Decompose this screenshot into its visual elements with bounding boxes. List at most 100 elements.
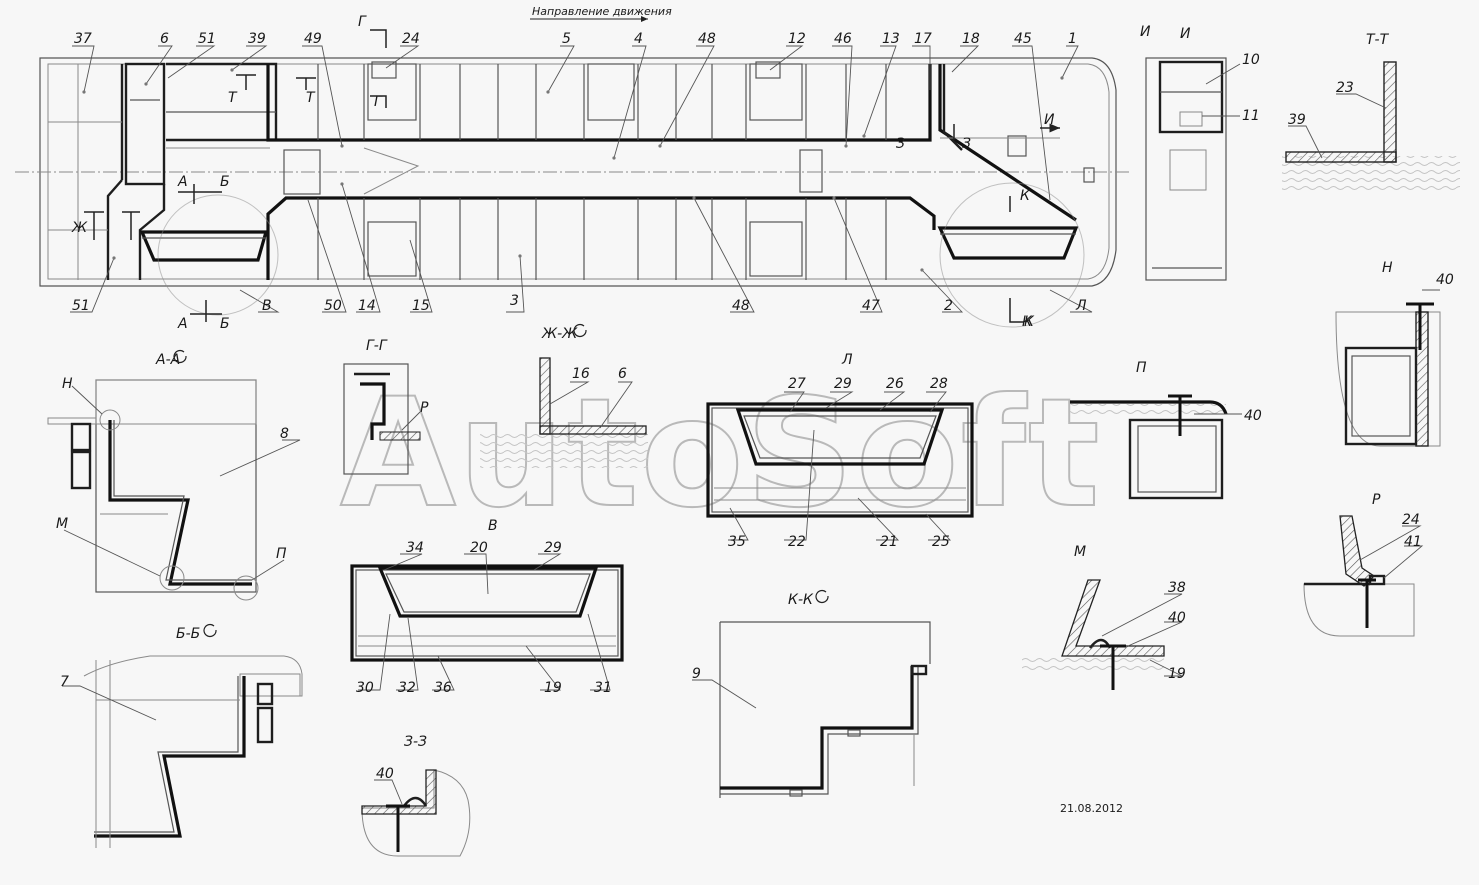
view-tt: Т-Т 23 39 xyxy=(1282,32,1460,194)
callout-47: 47 xyxy=(862,298,880,314)
section-mark-k: К xyxy=(1020,188,1031,204)
view-p-callout-40: 40 xyxy=(1244,408,1262,424)
view-tt-callout-39: 39 xyxy=(1288,112,1306,128)
callout-5: 5 xyxy=(562,31,571,47)
callout-1: 1 xyxy=(1068,31,1077,47)
view-i-title: И xyxy=(1180,26,1191,42)
callout-49: 49 xyxy=(304,31,322,47)
callout-v: В xyxy=(262,298,272,314)
view-tt-title: Т-Т xyxy=(1366,32,1390,48)
section-mark-t: Т xyxy=(228,90,238,106)
view-v-callout-20: 20 xyxy=(470,540,488,556)
callout-45: 45 xyxy=(1014,31,1032,47)
callout-46: 46 xyxy=(834,31,852,47)
view-v-callout-19: 19 xyxy=(544,680,562,696)
section-mark-z2: З xyxy=(962,136,971,152)
view-h-title: Н xyxy=(1382,260,1393,276)
section-mark-k2: К xyxy=(1024,314,1035,330)
view-v-title: В xyxy=(488,518,498,534)
view-zhzh-title: Ж-Ж xyxy=(541,326,578,342)
view-r-title: Р xyxy=(1372,492,1381,508)
section-bottom-a: А xyxy=(177,316,188,332)
view-v-callout-32: 32 xyxy=(398,680,416,696)
callout-13: 13 xyxy=(882,31,900,47)
section-mark-zh: Ж xyxy=(71,220,88,236)
callout-51b: 51 xyxy=(72,298,90,314)
view-kk-title: К-К xyxy=(788,592,814,608)
view-h-callout-40: 40 xyxy=(1436,272,1454,288)
view-m-title: М xyxy=(1074,544,1086,560)
callout-17: 17 xyxy=(914,31,932,47)
view-tt-callout-23: 23 xyxy=(1336,80,1354,96)
callout-48b: 48 xyxy=(732,298,750,314)
view-v-callout-29: 29 xyxy=(544,540,562,556)
callout-14: 14 xyxy=(358,298,376,314)
section-mark-i2: И xyxy=(1140,24,1151,40)
callout-2: 2 xyxy=(944,298,953,314)
section-mark-i: И xyxy=(1044,112,1055,128)
view-l: Л 27 29 26 28 35 22 21 25 xyxy=(706,352,974,550)
view-r: Р 24 41 xyxy=(1303,492,1424,637)
view-r-callout-24: 24 xyxy=(1402,512,1420,528)
view-l-callout-35: 35 xyxy=(728,534,746,550)
view-m: М 38 40 19 xyxy=(1022,544,1186,690)
callout-12: 12 xyxy=(788,31,806,47)
section-mark-a: А xyxy=(177,174,188,190)
section-mark-z: З xyxy=(896,136,905,152)
callout-3: 3 xyxy=(510,293,519,309)
callout-48: 48 xyxy=(698,31,716,47)
view-aa-callout-h: Н xyxy=(62,376,73,392)
view-l-callout-25: 25 xyxy=(932,534,950,550)
view-i-callout-11: 11 xyxy=(1242,108,1260,124)
direction-label: Направление движения xyxy=(532,5,672,18)
callout-37: 37 xyxy=(74,31,92,47)
watermark: AutoSoft xyxy=(340,367,1102,541)
callout-l: Л xyxy=(1075,298,1087,314)
callout-15: 15 xyxy=(412,298,430,314)
view-bb-title: Б-Б xyxy=(176,626,200,642)
callout-6: 6 xyxy=(160,31,169,47)
main-plan-view: 37 6 51 39 49 24 5 4 48 12 46 13 17 18 4… xyxy=(15,14,1151,332)
view-l-callout-22: 22 xyxy=(788,534,806,550)
view-aa-callout-p: П xyxy=(276,546,287,562)
view-aa-callout-m: М xyxy=(56,516,68,532)
section-mark-t2: Т xyxy=(306,90,316,106)
view-v-callout-31: 31 xyxy=(594,680,612,696)
view-m-callout-19: 19 xyxy=(1168,666,1186,682)
callout-24: 24 xyxy=(402,31,420,47)
view-m-callout-38: 38 xyxy=(1168,580,1186,596)
callout-51: 51 xyxy=(198,31,216,47)
view-gg: Г-Г Р xyxy=(343,338,429,475)
view-aa: А-А Н 8 М П xyxy=(47,349,301,601)
callout-4: 4 xyxy=(634,31,643,47)
view-v-callout-30: 30 xyxy=(356,680,374,696)
view-kk-callout-9: 9 xyxy=(692,666,701,682)
view-r-callout-41: 41 xyxy=(1404,534,1422,550)
section-bottom-k: К xyxy=(1022,314,1033,330)
view-zhzh: Ж-Ж 16 6 xyxy=(480,323,648,468)
view-v-callout-36: 36 xyxy=(434,680,452,696)
view-i-callout-10: 10 xyxy=(1242,52,1260,68)
view-v: В 34 20 29 30 32 36 19 31 xyxy=(350,518,624,696)
drawing-date: 21.08.2012 xyxy=(1060,802,1123,815)
view-aa-title: А-А xyxy=(155,352,180,368)
section-mark-g2: Г xyxy=(374,94,383,110)
view-zz-title: З-З xyxy=(404,734,427,750)
view-i: И 10 11 xyxy=(1145,26,1260,281)
view-bb: Б-Б 7 xyxy=(60,623,303,848)
view-l-callout-26: 26 xyxy=(886,376,904,392)
view-kk: К-К 9 xyxy=(692,589,931,798)
view-zhzh-callout-16: 16 xyxy=(572,366,590,382)
view-l-callout-27: 27 xyxy=(788,376,806,392)
view-l-callout-21: 21 xyxy=(880,534,898,550)
view-zz: З-З 40 xyxy=(361,734,471,857)
view-l-title: Л xyxy=(841,352,853,368)
view-p: П 40 xyxy=(1070,360,1262,500)
view-zhzh-callout-6: 6 xyxy=(618,366,627,382)
callout-50: 50 xyxy=(324,298,342,314)
view-v-callout-34: 34 xyxy=(406,540,424,556)
view-gg-callout-r: Р xyxy=(420,400,429,416)
callout-39: 39 xyxy=(248,31,266,47)
section-bottom-b: Б xyxy=(220,316,230,332)
